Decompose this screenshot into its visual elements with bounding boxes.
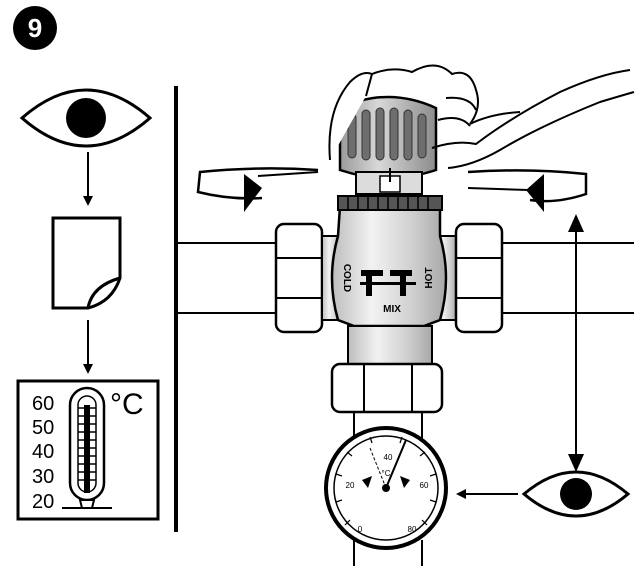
gauge-label-60: 60 <box>420 481 429 490</box>
eye-icon <box>19 88 153 148</box>
eye-icon <box>521 470 631 518</box>
rotate-left-arrow-icon <box>196 167 319 212</box>
step-badge: 9 <box>13 6 57 50</box>
gauge-label-20: 20 <box>346 481 355 490</box>
thermometer-label-50: 50 <box>32 417 54 439</box>
cold-label: COLD <box>341 264 352 292</box>
adjustment-knob[interactable] <box>338 95 438 195</box>
brand-logo <box>360 270 416 296</box>
rotate-right-arrow-icon <box>467 169 588 212</box>
thermometer-label-30: 30 <box>32 466 54 488</box>
hot-label: HOT <box>424 267 435 288</box>
thermometer-label-20: 20 <box>32 491 54 513</box>
thermometer-label-60: 60 <box>32 393 54 415</box>
thermometer-unit: °C <box>110 388 144 421</box>
brand-label: MIX <box>383 304 401 315</box>
thermometer-label-40: 40 <box>32 441 54 463</box>
hand-illustration <box>328 64 635 169</box>
thermometer-icon <box>62 386 112 509</box>
step-number: 9 <box>28 13 42 43</box>
thermometer-panel: 60 50 40 30 20 °C <box>16 379 160 521</box>
gauge-label-80: 80 <box>408 525 417 534</box>
temperature-gauge: 20 40 60 0 80 °C <box>324 426 448 550</box>
left-pipe <box>178 242 282 314</box>
valve-outlet <box>330 325 444 566</box>
document-icon <box>51 216 122 310</box>
gauge-label-0: 0 <box>358 525 363 534</box>
valve-body: MIX COLD HOT <box>330 195 448 328</box>
gauge-label-40: 40 <box>384 453 393 462</box>
gauge-needle <box>385 439 407 489</box>
right-pipe <box>498 242 634 314</box>
gauge-unit: °C <box>382 469 391 478</box>
vertical-double-arrow-icon <box>568 214 584 472</box>
